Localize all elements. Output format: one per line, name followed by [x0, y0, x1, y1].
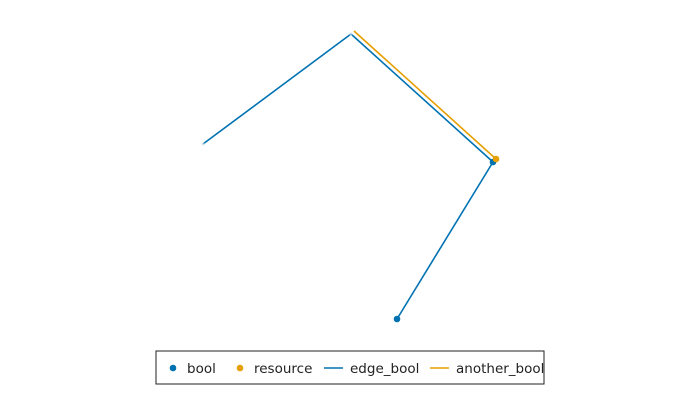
- edge-another-bool-3: [353, 30, 497, 160]
- node-bool-n1: [201, 142, 205, 146]
- legend-label-edge-bool: edge_bool: [350, 361, 419, 377]
- legend-label-another-bool: another_bool: [456, 361, 544, 377]
- node-bool-n4: [393, 315, 401, 323]
- legend: bool resource edge_bool another_bool: [155, 350, 545, 385]
- legend-frame: [155, 350, 545, 385]
- legend-label-bool: bool: [187, 361, 216, 377]
- node-bool-n2: [349, 32, 353, 36]
- nodes-layer: [201, 32, 500, 323]
- edge-edge-bool-2: [396, 161, 494, 320]
- edges-layer: [202, 30, 497, 320]
- edge-edge-bool-1: [350, 33, 494, 163]
- legend-label-resource: resource: [254, 361, 312, 377]
- node-resource-n5: [492, 155, 500, 163]
- legend-marker-resource: [236, 364, 244, 372]
- legend-marker-bool: [169, 364, 177, 372]
- edge-edge-bool-0: [202, 33, 352, 145]
